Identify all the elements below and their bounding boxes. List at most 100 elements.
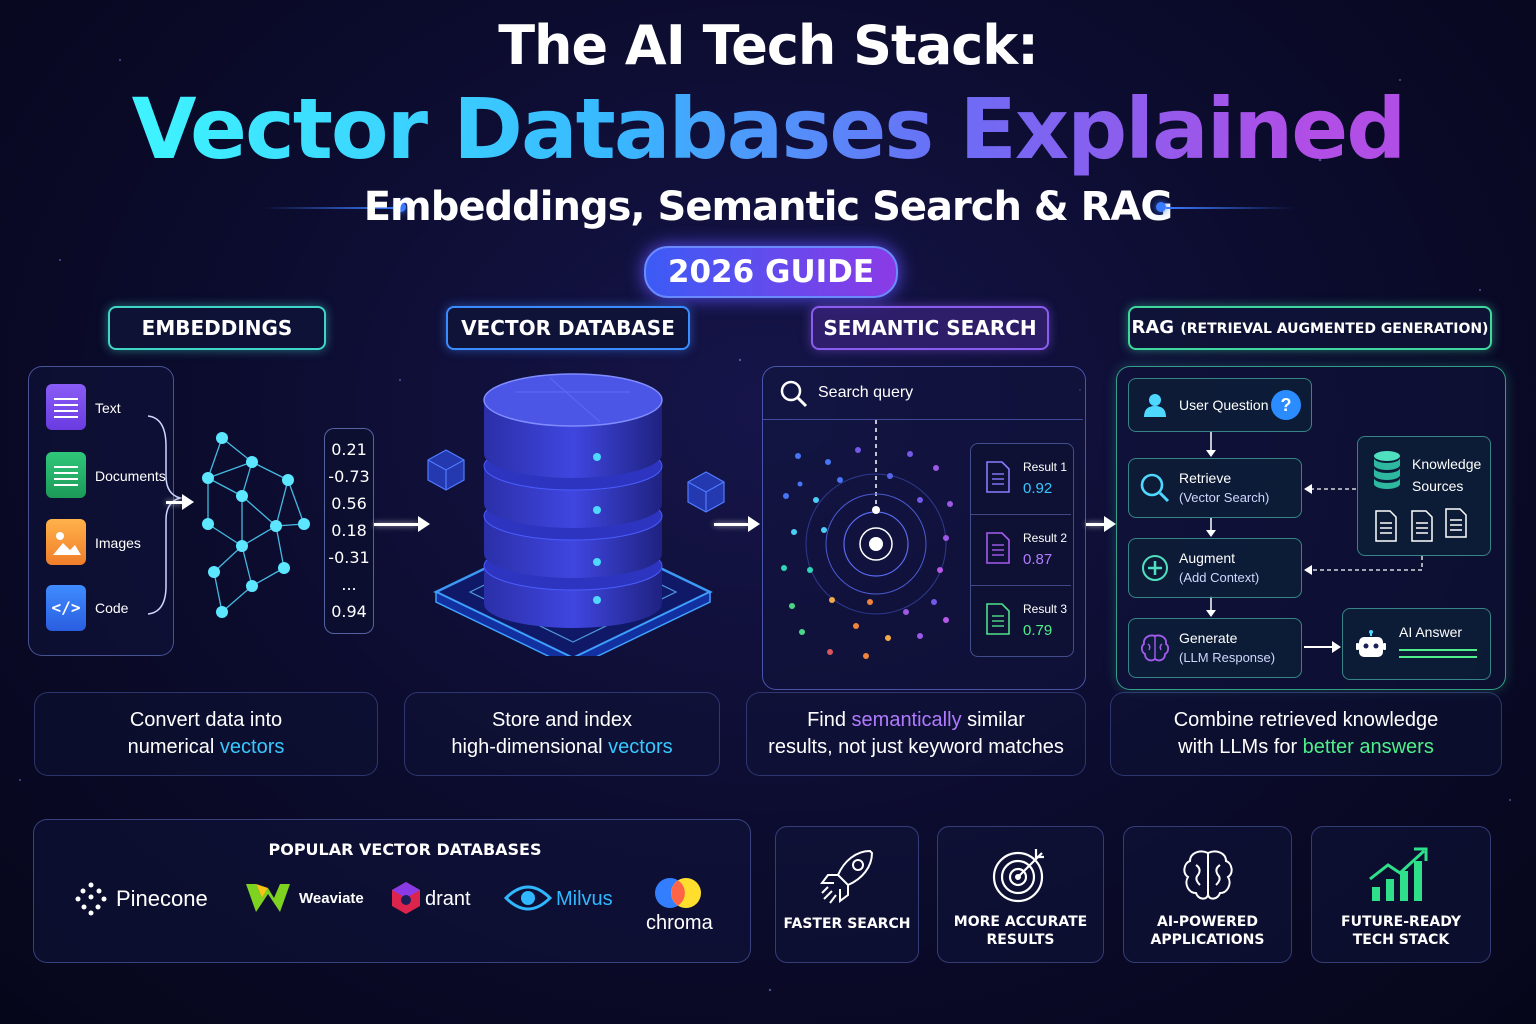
result-label: Result 3 xyxy=(1023,602,1068,616)
arrow-shaft-4 xyxy=(1086,523,1104,526)
chroma-logo-icon xyxy=(655,878,701,908)
subtitle: Embeddings, Semantic Search & RAG xyxy=(363,184,1174,230)
augment-step: Augment (Add Context) xyxy=(1128,538,1302,598)
arrow-shaft-3 xyxy=(714,523,748,526)
feature-card: FUTURE-READY TECH STACK xyxy=(1311,826,1491,963)
result-item[interactable]: Result 3 0.79 xyxy=(971,586,1071,654)
user-icon xyxy=(1144,394,1166,417)
image-icon xyxy=(46,519,86,565)
brain-icon xyxy=(1183,850,1233,900)
pinecone-logo-text: Pinecone xyxy=(116,886,208,911)
desc-highlight: semantically xyxy=(851,709,962,731)
rag-heading-sub: (RETRIEVAL AUGMENTED GENERATION) xyxy=(1180,321,1489,337)
search-bar[interactable]: Search query xyxy=(763,367,1083,420)
cube-icon-right xyxy=(687,471,725,513)
feature-card: AI-POWERED APPLICATIONS xyxy=(1123,826,1292,963)
input-bracket xyxy=(147,415,183,615)
desc-line: results, not just keyword matches xyxy=(768,736,1064,758)
robot-icon xyxy=(1356,630,1386,657)
input-label-documents: Documents xyxy=(95,468,166,484)
heading-rag: RAG (RETRIEVAL AUGMENTED GENERATION) xyxy=(1128,306,1492,350)
rocket-icon xyxy=(820,849,874,904)
desc-line: Combine retrieved knowledge xyxy=(1173,709,1439,731)
question-mark-icon: ? xyxy=(1271,390,1301,420)
arrow-head-4 xyxy=(1104,516,1116,532)
vector-database-description: Store and index high-dimensional vectors xyxy=(404,692,720,776)
feature-label: RESULTS xyxy=(986,932,1055,948)
milvus-logo-icon xyxy=(504,885,552,911)
qdrant-logo-text: drant xyxy=(425,888,471,910)
knowledge-sources-box: Knowledge Sources xyxy=(1357,436,1491,556)
neural-network-icon xyxy=(202,432,310,618)
user-question-box: User Question ? xyxy=(1128,378,1312,432)
generate-sublabel: (LLM Response) xyxy=(1179,650,1276,665)
arrow-head-3 xyxy=(748,516,760,532)
vector-value: ... xyxy=(341,575,357,594)
retrieve-label: Retrieve xyxy=(1179,470,1232,486)
brain-icon xyxy=(1140,634,1170,662)
arrow-shaft-2 xyxy=(374,523,418,526)
desc-highlight: better answers xyxy=(1302,736,1434,758)
input-label-text: Text xyxy=(95,400,121,416)
vector-value: 0.18 xyxy=(331,521,367,540)
input-label-images: Images xyxy=(95,535,141,551)
qdrant-logo-icon xyxy=(392,882,420,914)
generate-label: Generate xyxy=(1179,630,1238,646)
rag-flow-arrows xyxy=(1206,432,1216,617)
result-document-icon xyxy=(986,461,1010,493)
text-file-icon xyxy=(46,384,86,430)
ai-answer-label: AI Answer xyxy=(1399,624,1463,640)
augment-label: Augment xyxy=(1179,550,1236,566)
result-item[interactable]: Result 2 0.87 xyxy=(971,515,1071,586)
knowledge-label: Knowledge xyxy=(1412,456,1482,472)
augment-sublabel: (Add Context) xyxy=(1179,570,1260,585)
desc-text: similar xyxy=(961,709,1025,731)
subtitle-dot-left xyxy=(396,202,406,212)
retrieve-step: Retrieve (Vector Search) xyxy=(1128,458,1302,518)
answer-arrow-head xyxy=(1332,641,1341,653)
semantic-search-description: Find semantically similar results, not j… xyxy=(746,692,1086,776)
answer-arrow-shaft xyxy=(1304,646,1332,648)
result-label: Result 1 xyxy=(1023,460,1068,474)
vector-values-box: 0.21 -0.73 0.56 0.18 -0.31 ... 0.94 xyxy=(324,428,374,634)
generate-step: Generate (LLM Response) xyxy=(1128,618,1302,678)
result-score: 0.92 xyxy=(1023,480,1053,497)
result-document-icon xyxy=(986,603,1010,635)
result-label: Result 2 xyxy=(1023,531,1068,545)
answer-lines xyxy=(1399,649,1477,651)
subtitle-dot-right xyxy=(1156,202,1166,212)
arrow-shaft-1 xyxy=(166,501,182,504)
rag-heading-main: RAG xyxy=(1131,317,1175,338)
result-score: 0.87 xyxy=(1023,551,1053,568)
desc-text: Find xyxy=(807,709,852,731)
desc-line: high-dimensional vectors xyxy=(405,734,719,761)
desc-text: with LLMs for xyxy=(1178,736,1303,758)
knowledge-label-2: Sources xyxy=(1412,478,1464,494)
result-item[interactable]: Result 1 0.92 xyxy=(971,444,1071,515)
embeddings-description: Convert data into numerical vectors xyxy=(34,692,378,776)
guide-badge: 2026 GUIDE xyxy=(644,246,898,298)
growth-chart-icon xyxy=(1369,847,1428,901)
popular-databases-panel xyxy=(33,819,751,963)
milvus-logo-text: Milvus xyxy=(556,888,613,910)
result-score: 0.79 xyxy=(1023,622,1053,639)
target-icon xyxy=(992,849,1044,903)
title-line-1: The AI Tech Stack: xyxy=(498,14,1039,77)
arrow-head-1 xyxy=(182,494,194,510)
desc-text: high-dimensional xyxy=(451,736,609,758)
desc-line: Store and index xyxy=(491,709,633,731)
rag-description: Combine retrieved knowledge with LLMs fo… xyxy=(1110,692,1502,776)
weaviate-logo-icon xyxy=(246,884,290,912)
database-icon xyxy=(1374,451,1400,489)
desc-highlight: vectors xyxy=(219,736,285,758)
desc-line: with LLMs for better answers xyxy=(1111,734,1501,761)
user-question-label: User Question xyxy=(1179,397,1269,413)
feature-label: FUTURE-READY xyxy=(1341,914,1461,930)
feature-card: FASTER SEARCH xyxy=(775,826,919,963)
pinecone-logo-icon xyxy=(75,882,107,916)
desc-line: Find semantically similar xyxy=(747,707,1085,734)
code-icon: </> xyxy=(46,585,86,631)
feature-label: FASTER SEARCH xyxy=(783,916,911,932)
feature-label: TECH STACK xyxy=(1352,932,1450,948)
heading-semantic-search: SEMANTIC SEARCH xyxy=(811,306,1049,350)
